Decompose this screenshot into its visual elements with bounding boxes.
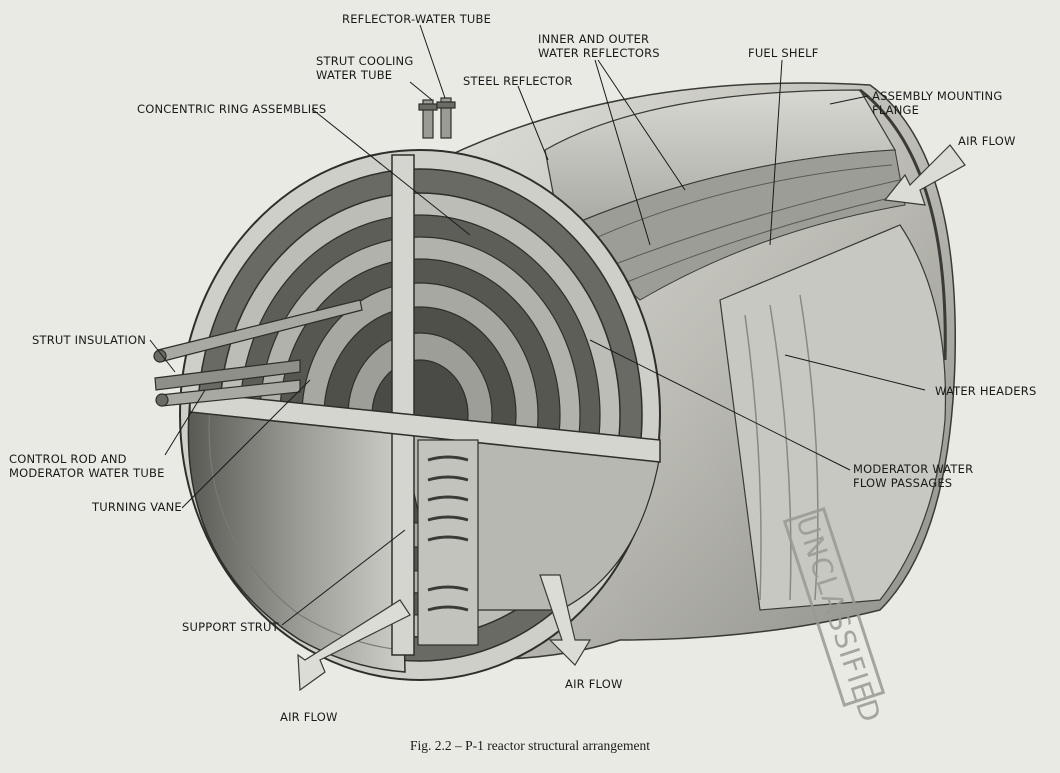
label-air-flow-bottom-left: AIR FLOW: [280, 710, 338, 724]
reflector-water-tubes: [418, 97, 456, 139]
leader-lines: [149, 24, 926, 626]
label-steel-reflector: STEEL REFLECTOR: [463, 74, 573, 88]
label-line: MODERATOR WATER: [853, 462, 974, 476]
label-line: STRUT COOLING: [316, 54, 414, 68]
label-line: WATER TUBE: [316, 68, 393, 82]
support-strut: [189, 154, 661, 656]
label-moderator-water-flow-passages: MODERATOR WATER FLOW PASSAGES: [853, 462, 973, 490]
label-line: INNER AND OUTER: [538, 32, 650, 46]
label-inner-outer-reflectors: INNER AND OUTER WATER REFLECTORS: [538, 32, 660, 60]
label-fuel-shelf: FUEL SHELF: [748, 46, 819, 60]
label-concentric-ring-assemblies: CONCENTRIC RING ASSEMBLIES: [137, 102, 327, 116]
air-flow-arrows: [297, 144, 966, 692]
label-line: ASSEMBLY MOUNTING: [872, 89, 1003, 103]
label-assembly-mounting-flange: ASSEMBLY MOUNTING FLANGE: [872, 89, 1002, 117]
label-turning-vane: TURNING VANE: [92, 500, 182, 514]
label-line: MODERATOR WATER TUBE: [9, 466, 165, 480]
label-line: WATER REFLECTORS: [538, 46, 660, 60]
figure-caption: Fig. 2.2 – P-1 reactor structural arrang…: [410, 738, 650, 753]
label-line: FLANGE: [872, 103, 920, 117]
label-strut-insulation: STRUT INSULATION: [32, 333, 147, 347]
label-line: CONTROL ROD AND: [9, 452, 127, 466]
label-line: FLOW PASSAGES: [853, 476, 953, 490]
label-support-strut: SUPPORT STRUT: [182, 620, 279, 634]
label-control-rod-moderator-tube: CONTROL ROD AND MODERATOR WATER TUBE: [9, 452, 165, 480]
label-reflector-water-tube: REFLECTOR-WATER TUBE: [342, 12, 492, 26]
label-water-headers: WATER HEADERS: [935, 384, 1037, 398]
label-air-flow-top: AIR FLOW: [958, 134, 1016, 148]
label-strut-cooling-water-tube: STRUT COOLING WATER TUBE: [316, 54, 413, 82]
label-air-flow-bottom-right: AIR FLOW: [565, 677, 623, 691]
strut-tubes: [153, 299, 363, 407]
